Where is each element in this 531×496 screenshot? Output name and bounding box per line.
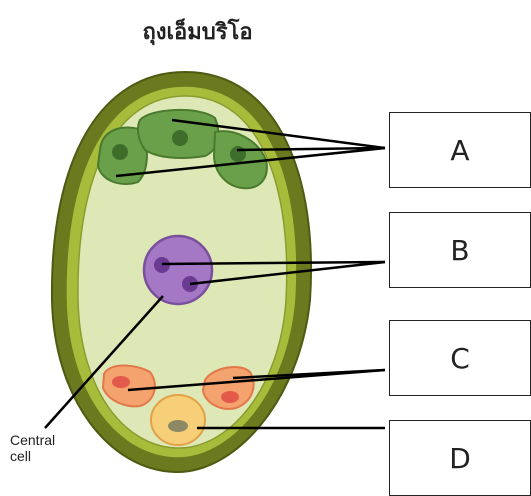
antipodal-left-nucleus: [112, 376, 130, 388]
middle-top-nucleus: [172, 130, 188, 146]
label-box-d: D: [389, 420, 531, 496]
synergid-left-nucleus: [112, 144, 128, 160]
bottom-cell-nucleus: [168, 420, 188, 432]
label-box-b: B: [389, 212, 531, 288]
synergid-right-nucleus: [230, 146, 246, 162]
central-cell-label: Central cell: [10, 432, 55, 464]
central-cell: [144, 236, 212, 304]
label-box-a: A: [389, 112, 531, 188]
antipodal-right-nucleus: [221, 391, 239, 403]
label-box-c: C: [389, 320, 531, 396]
